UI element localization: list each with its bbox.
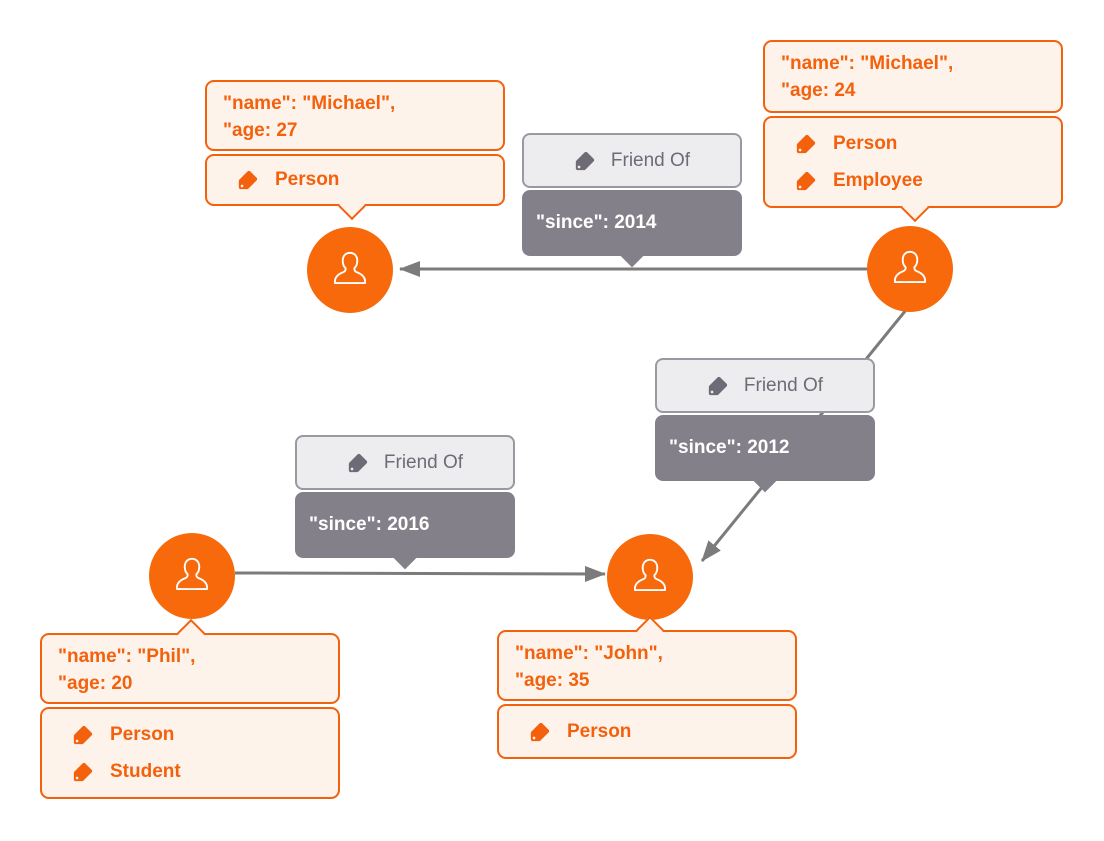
relationship-property: "since": 2016 <box>309 514 430 535</box>
property-line: "name": "Michael", <box>781 53 954 74</box>
relationship-type: Friend Of <box>743 374 824 396</box>
node-labels-box: Person Student <box>40 707 340 799</box>
node-callout-john-35: "name": "John", "age: 35 Person <box>497 615 797 759</box>
property-line: "age: 35 <box>515 670 590 691</box>
node-label: Person <box>110 723 175 745</box>
relationship-callout-2016: Friend Of "since": 2016 <box>295 435 515 570</box>
node-labels-box: Person <box>205 154 505 206</box>
relationship-type: Friend Of <box>383 451 464 473</box>
node-callout-michael-24: "name": "Michael", "age: 24 Person Emplo… <box>763 40 1063 223</box>
relationship-property: "since": 2014 <box>536 212 657 233</box>
relationship-callout-2014: Friend Of "since": 2014 <box>522 133 742 268</box>
tag-icon <box>347 452 369 474</box>
relationship-type-box: Friend Of <box>655 358 875 413</box>
relationship-type-box: Friend Of <box>522 133 742 188</box>
node-label-row: Student <box>72 761 322 783</box>
property-line: "name": "Michael", <box>223 93 396 114</box>
node-callout-phil-20: "name": "Phil", "age: 20 Person Student <box>40 618 340 799</box>
node-label: Student <box>110 760 181 782</box>
property-line: "age: 20 <box>58 673 133 694</box>
tag-icon <box>795 133 817 155</box>
tag-icon <box>707 375 729 397</box>
node-label: Employee <box>833 169 923 191</box>
node-phil-20[interactable] <box>149 533 235 619</box>
relationship-type: Friend Of <box>610 149 691 171</box>
node-callout-michael-27: "name": "Michael", "age: 27 Person <box>205 80 505 221</box>
node-properties-box: "name": "John", "age: 35 <box>497 630 797 701</box>
node-properties-box: "name": "Michael", "age: 24 <box>763 40 1063 113</box>
tag-icon <box>237 169 259 191</box>
node-properties-box: "name": "Michael", "age: 27 <box>205 80 505 151</box>
node-labels-box: Person <box>497 704 797 759</box>
person-icon <box>633 558 667 591</box>
node-label-row: Person <box>795 133 1045 155</box>
person-icon <box>333 251 367 284</box>
tag-icon <box>72 724 94 746</box>
relationship-callout-2012: Friend Of "since": 2012 <box>655 358 875 493</box>
property-line: "age: 24 <box>781 80 856 101</box>
node-label-row: Person <box>237 169 487 191</box>
node-label-row: Person <box>72 724 322 746</box>
node-label: Person <box>567 720 632 742</box>
tag-icon <box>72 761 94 783</box>
property-line: "age: 27 <box>223 120 298 141</box>
node-michael-27[interactable] <box>307 227 393 313</box>
node-label-row: Employee <box>795 170 1045 192</box>
node-label: Person <box>275 169 340 190</box>
edge-line-friend-of-2016 <box>234 565 606 582</box>
relationship-property: "since": 2012 <box>669 437 790 458</box>
node-label: Person <box>833 132 898 154</box>
property-line: "name": "Phil", <box>58 646 196 667</box>
property-line: "name": "John", <box>515 643 663 664</box>
relationship-type-box: Friend Of <box>295 435 515 490</box>
node-michael-24[interactable] <box>867 226 953 312</box>
node-john-35[interactable] <box>607 534 693 620</box>
node-label-row: Person <box>529 721 779 743</box>
tag-icon <box>574 150 596 172</box>
tag-icon <box>529 721 551 743</box>
person-icon <box>175 557 209 590</box>
tag-icon <box>795 170 817 192</box>
person-icon <box>893 250 927 283</box>
